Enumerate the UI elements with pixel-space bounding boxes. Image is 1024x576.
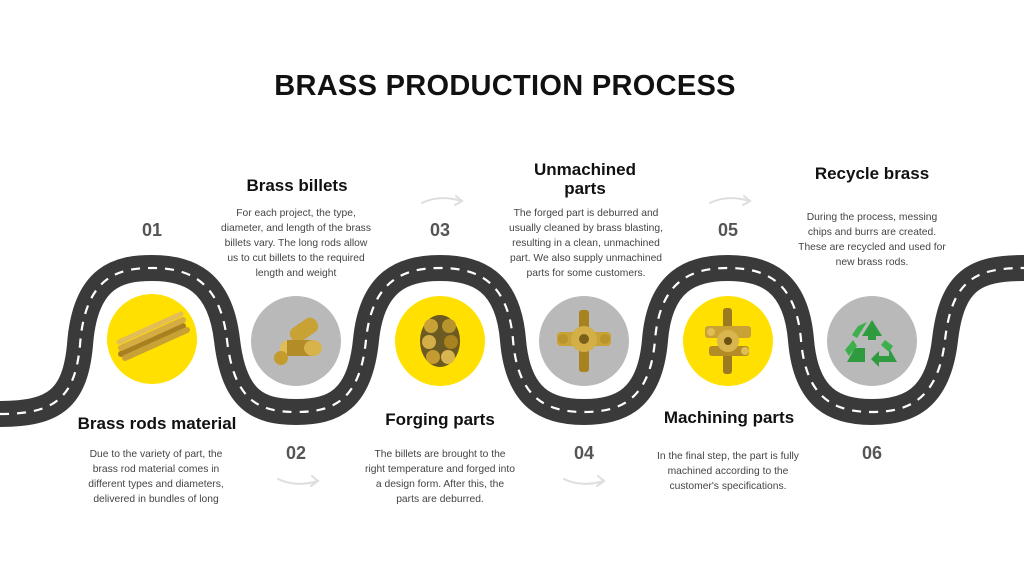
step-03-title: Forging parts — [385, 410, 495, 429]
step-02-title: Brass billets — [246, 176, 348, 195]
step-02-circle — [251, 296, 341, 386]
step-01-number: 01 — [141, 220, 163, 240]
step-05-title: Machining parts — [663, 408, 795, 427]
recycle-icon — [845, 320, 897, 367]
step-03-description: The billets are brought to the right tem… — [365, 449, 515, 505]
arrow-right-icon — [277, 475, 320, 487]
forged-parts-icon — [420, 315, 460, 367]
step-04-title: Unmachined parts — [533, 160, 637, 198]
arrow-right-icon — [421, 195, 464, 206]
road-center-line — [0, 266, 1024, 416]
step-06-number: 06 — [861, 443, 883, 463]
step-02-number: 02 — [285, 443, 307, 463]
step-05-description: In the final step, the part is fully mac… — [657, 451, 799, 492]
step-04-number: 04 — [573, 443, 595, 463]
arrow-right-icon — [709, 195, 752, 206]
step-05-circle — [683, 296, 773, 386]
step-06-title: Recycle brass — [814, 164, 930, 183]
brass-rods-icon — [116, 311, 190, 361]
step-04-circle — [539, 296, 629, 386]
step-02-description: For each project, the type, diameter, an… — [221, 208, 371, 279]
step-04-description: The forged part is deburred and usually … — [509, 208, 663, 279]
machined-part-icon — [705, 308, 751, 374]
step-01-title: Brass rods material — [77, 414, 237, 433]
step-06-description: During the process, messing chips and bu… — [798, 212, 946, 268]
step-03-number: 03 — [429, 220, 451, 240]
step-01-description: Due to the variety of part, the brass ro… — [88, 449, 224, 505]
step-06-circle — [827, 296, 917, 386]
brass-billets-icon — [274, 317, 322, 365]
unmachined-part-icon — [557, 310, 611, 372]
step-01-circle — [107, 294, 197, 384]
page-title: BRASS PRODUCTION PROCESS — [274, 70, 736, 102]
step-05-number: 05 — [717, 220, 739, 240]
arrow-right-icon — [563, 475, 606, 487]
step-03-circle — [395, 296, 485, 386]
